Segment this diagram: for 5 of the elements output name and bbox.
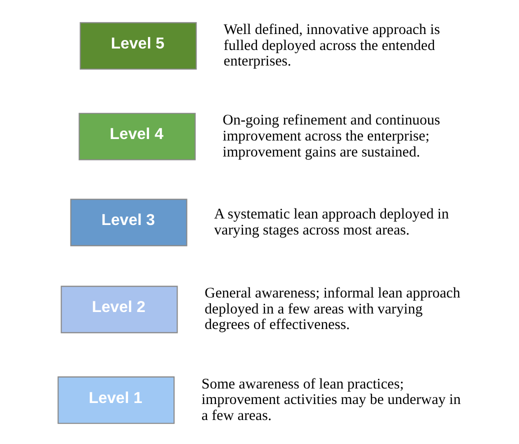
node-label: Some awareness of lean practices; improvement activities may be underway in a few areas. <box>202 376 461 424</box>
node-label: A systematic lean approach deployed in varying stages across most areas. <box>214 206 449 238</box>
node-label: Well defined, innovative approach is fulled deployed across the entended enterprises. <box>224 21 440 70</box>
node-label: On-going refinement and continuous improvement across the enterprise; improvement gains are sustained. <box>222 112 440 160</box>
node-label: General awareness; informal lean approach deployed in a few areas with varying degrees of effectiveness. <box>204 285 460 333</box>
